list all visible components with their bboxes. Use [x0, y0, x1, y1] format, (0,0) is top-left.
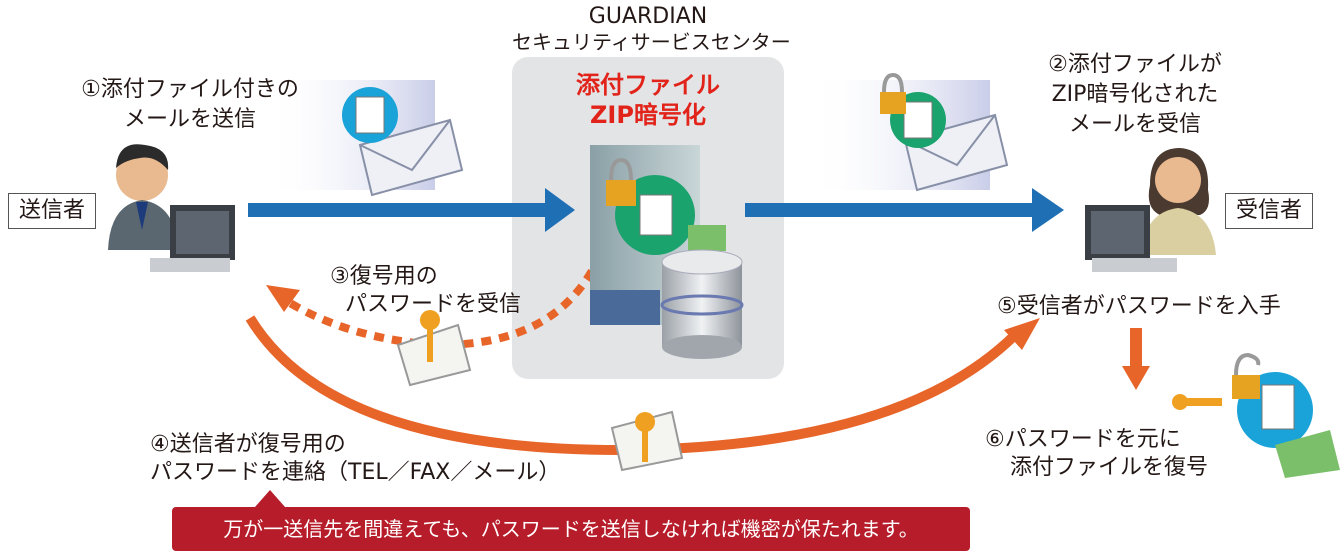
password-return-arc [282, 253, 604, 350]
send-arrow [248, 188, 575, 232]
step2-line1: ②添付ファイルが [1048, 52, 1222, 77]
decrypt-icon [1172, 352, 1340, 478]
center-title-line2: ZIP暗号化 [590, 101, 706, 129]
mail-attachment-icon-left [342, 87, 464, 197]
password-return-arrowhead [266, 285, 300, 312]
step5-label: ⑤受信者がパスワードを入手 [997, 294, 1281, 319]
sender-icon [108, 144, 235, 272]
sender-label: 送信者 [8, 193, 97, 229]
step1-line1: ①添付ファイル付きの [81, 77, 299, 102]
mail-encrypted-icon-right [880, 72, 1009, 192]
center-title-line1: 添付ファイル [576, 71, 720, 99]
center-org-label: GUARDIAN [588, 4, 708, 29]
step3-line2: パスワードを受信 [345, 292, 522, 317]
key-mail-icon-dotted [396, 310, 472, 387]
step6-line2: 添付ファイルを復号 [1010, 455, 1209, 480]
step1-line2: メールを送信 [123, 107, 256, 132]
key-mail-icon-arc [610, 410, 684, 472]
building-icon [590, 145, 726, 325]
step2-line3: メールを受信 [1068, 112, 1201, 137]
step2-line2: ZIP暗号化された [1051, 82, 1219, 107]
step6-line1: ⑥パスワードを元に [985, 427, 1181, 452]
receiver-icon [1085, 148, 1216, 272]
obtain-arrow [1122, 328, 1150, 390]
step4-line2: パスワードを連絡（TEL／FAX／メール） [150, 460, 561, 485]
deliver-arrow [745, 188, 1064, 232]
password-contact-arrowhead [1004, 318, 1040, 350]
receiver-label: 受信者 [1225, 193, 1314, 229]
security-note-banner: 万が一送信先を間違えても、パスワードを送信しなければ機密が保たれます。 [172, 507, 970, 551]
banner-pointer [255, 490, 285, 507]
database-icon [660, 249, 744, 359]
step3-line1: ③復号用の [330, 264, 438, 289]
step4-line1: ④送信者が復号用の [150, 432, 346, 457]
center-name-label: セキュリティサービスセンター [512, 30, 791, 54]
